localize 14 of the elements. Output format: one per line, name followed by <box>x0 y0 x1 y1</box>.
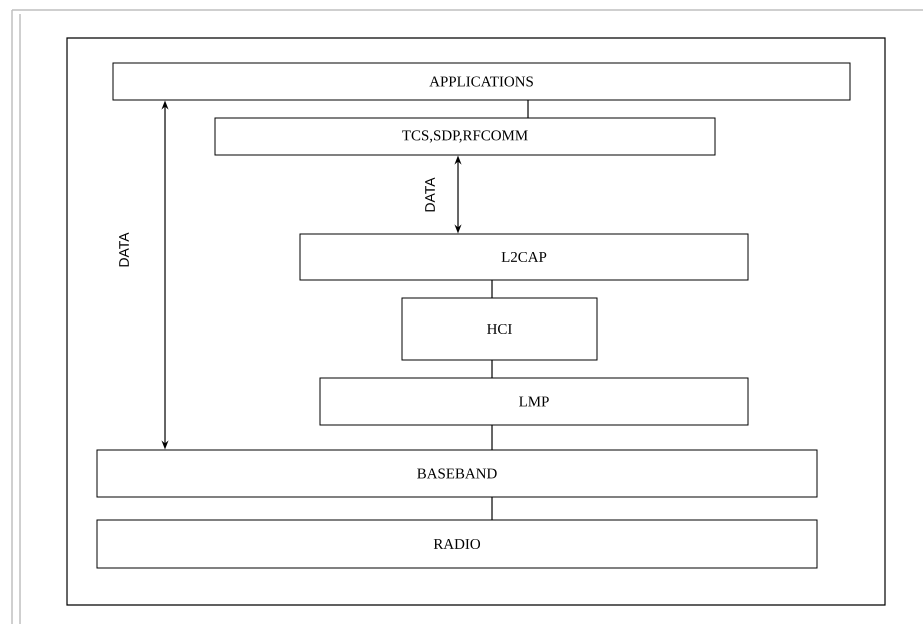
layer-box: HCI <box>402 298 598 360</box>
layer-box: RADIO <box>96 520 818 568</box>
edge-label: DATA <box>425 177 435 212</box>
layer-box: LMP <box>320 378 748 426</box>
layer-box: L2CAP <box>300 234 748 280</box>
layer-box: APPLICATIONS <box>112 62 850 100</box>
connector-line <box>491 426 493 450</box>
connector-line <box>491 498 493 520</box>
layer-box: BASEBAND <box>96 450 818 498</box>
connector-line <box>527 100 529 118</box>
edge-label: DATA <box>119 232 129 266</box>
layer-box: TCS,SDP,RFCOMM <box>214 118 716 156</box>
connector-line <box>491 280 493 298</box>
connector-line <box>491 360 493 378</box>
